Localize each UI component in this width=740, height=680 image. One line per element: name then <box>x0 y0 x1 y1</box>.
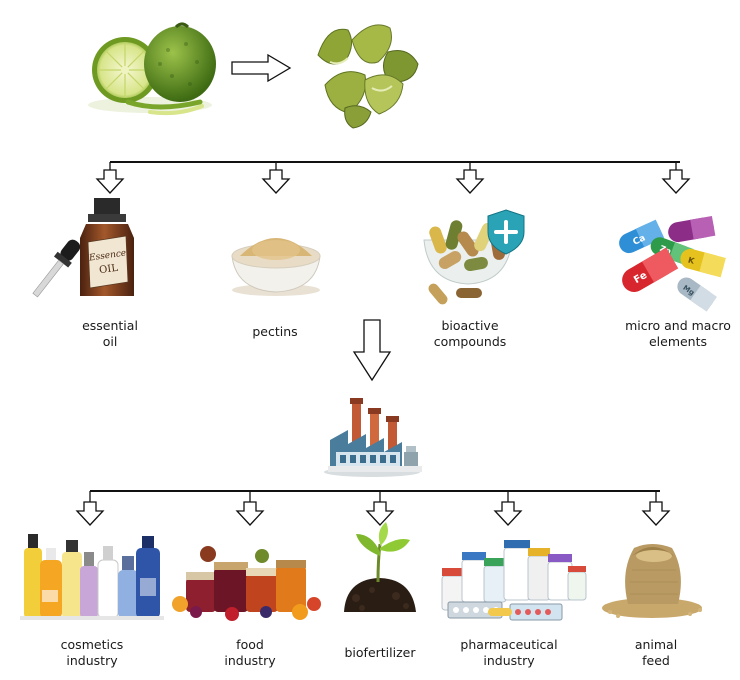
bottle-label-line2: OIL <box>99 263 119 277</box>
label-line: pectins <box>252 324 298 339</box>
down-arrow-icon <box>96 169 124 194</box>
label-line: oil <box>102 334 118 349</box>
capsules-bowl-shield-icon <box>423 209 525 305</box>
medicine-bottles-icon <box>441 540 587 621</box>
down-arrow-icon <box>662 169 690 194</box>
mineral-symbol-1: Ca <box>631 233 647 247</box>
right-arrow-icon <box>231 53 292 83</box>
down-arrow-icon <box>366 501 394 526</box>
label-bioactive-compounds: bioactive compounds <box>434 318 507 350</box>
label-line: animal <box>634 637 678 652</box>
dried-peel-image <box>317 24 419 129</box>
label-line: micro and macro <box>625 318 731 333</box>
label-line: cosmetics <box>60 637 124 652</box>
label-line: industry <box>483 653 535 668</box>
label-biofertilizer: biofertilizer <box>345 645 416 661</box>
label-line: biofertilizer <box>344 645 416 660</box>
jam-jars-fruits-icon <box>172 546 321 621</box>
label-pharmaceutical-industry: pharmaceutical industry <box>460 637 557 669</box>
branch-arrows-industries <box>76 491 670 526</box>
label-animal-feed: animal feed <box>635 637 677 669</box>
label-line: industry <box>224 653 276 668</box>
label-cosmetics-industry: cosmetics industry <box>61 637 124 669</box>
label-line: bioactive <box>441 318 499 333</box>
label-line: feed <box>642 653 670 668</box>
down-arrow-icon <box>456 169 484 194</box>
label-line: elements <box>648 334 708 349</box>
grain-sack-icon <box>602 544 702 618</box>
down-arrow-icon <box>76 501 104 526</box>
label-line: essential <box>82 318 138 333</box>
cosmetic-bottles-icon <box>20 534 164 620</box>
label-essential-oil: essential oil <box>82 318 138 350</box>
sprout-soil-icon <box>344 522 416 612</box>
branch-arrows-derivatives <box>96 162 690 194</box>
pectin-powder-bowl-icon <box>231 238 321 296</box>
down-arrow-icon <box>642 501 670 526</box>
down-arrow-icon <box>494 501 522 526</box>
label-line: industry <box>66 653 118 668</box>
label-food-industry: food industry <box>224 637 275 669</box>
label-line: food <box>236 637 264 652</box>
mineral-symbol-4: K <box>687 255 696 266</box>
label-line: compounds <box>433 334 507 349</box>
bergamot-fruit-image <box>88 22 216 116</box>
down-arrow-icon <box>262 169 290 194</box>
mineral-pills-icon: Ca Zn Fe K Mg <box>619 215 726 312</box>
label-micro-macro-elements: micro and macro elements <box>625 318 731 350</box>
factory-icon <box>324 398 422 477</box>
essential-oil-bottle-icon: Essence OIL <box>32 198 134 298</box>
label-pectins: pectins <box>252 324 297 340</box>
label-line: pharmaceutical <box>460 637 558 652</box>
down-arrow-icon <box>236 501 264 526</box>
down-to-factory-arrow-icon <box>352 319 392 382</box>
